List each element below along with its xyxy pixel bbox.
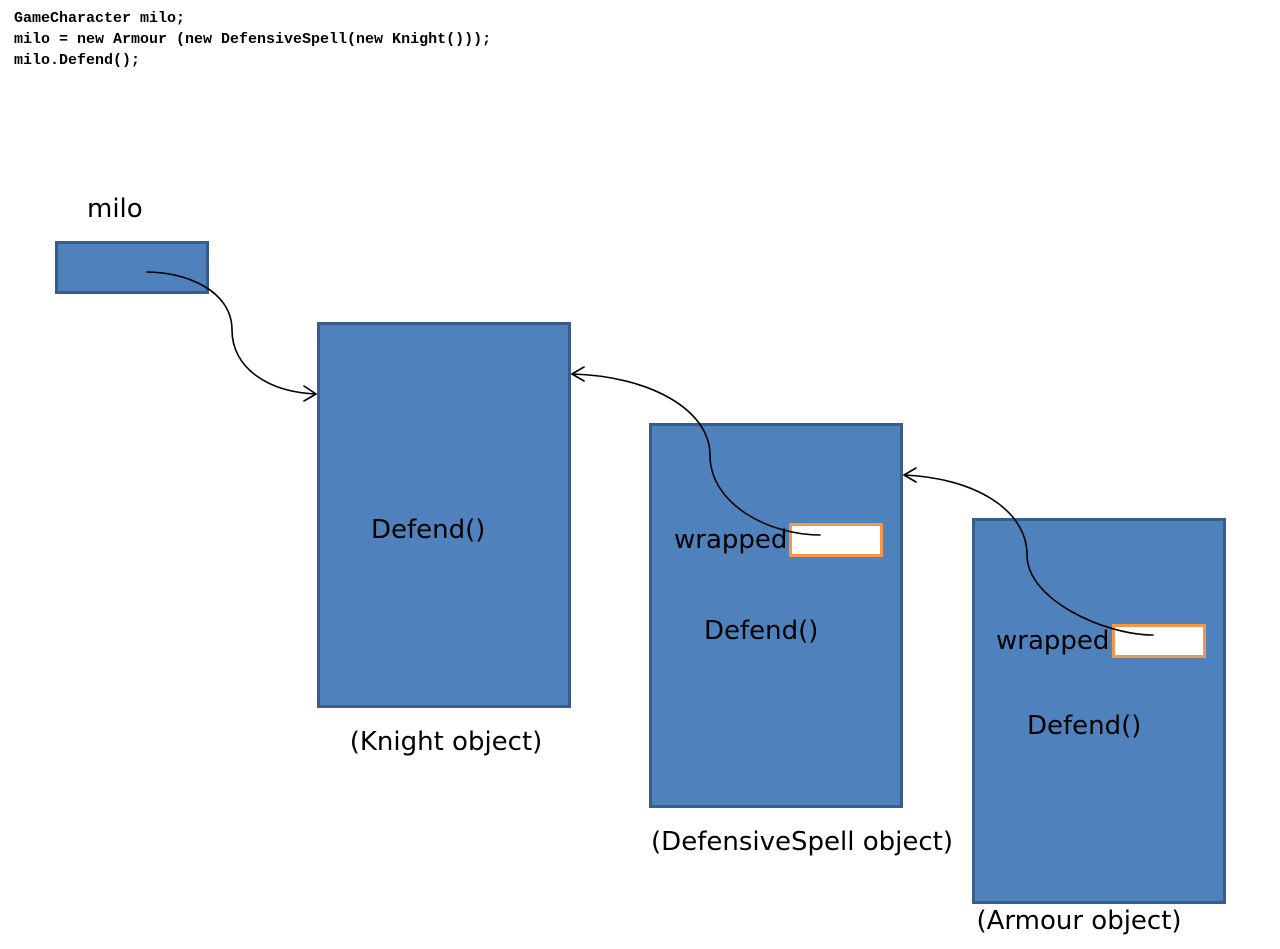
milo-reference-box [55,241,209,294]
knight-object-box [317,322,571,708]
armour-wrapped-field [1112,624,1206,658]
code-line-assignment: milo = new Armour (new DefensiveSpell(ne… [14,31,492,48]
knight-defend-method: Defend() [371,515,486,545]
code-snippet: GameCharacter milo; milo = new Armour (ne… [14,8,491,71]
code-line-declaration: GameCharacter milo; [14,10,186,27]
armour-to-spell-arrowhead [903,467,917,483]
armour-defend-method: Defend() [1027,711,1142,741]
milo-variable-label: milo [87,194,143,224]
knight-object-caption: (Knight object) [349,727,543,757]
armour-object-caption: (Armour object) [976,906,1182,936]
code-line-call: milo.Defend(); [14,52,141,69]
defensive-spell-wrapped-label: wrapped [674,525,788,555]
defensive-spell-object-caption: (DefensiveSpell object) [651,827,953,857]
spell-to-knight-arrowhead [571,366,585,382]
milo-to-knight-arrowhead [303,385,317,402]
armour-wrapped-label: wrapped [996,626,1110,656]
defensive-spell-defend-method: Defend() [704,616,819,646]
defensive-spell-wrapped-field [789,523,883,557]
